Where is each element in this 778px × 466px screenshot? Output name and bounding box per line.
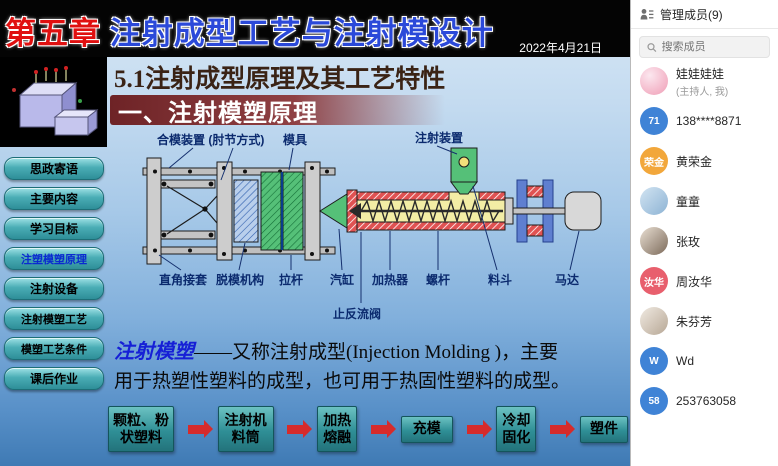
search-box	[639, 36, 770, 58]
avatar: 汝华	[640, 267, 668, 295]
sidebar-item-sizheng[interactable]: 思政寄语	[4, 157, 104, 180]
member-row[interactable]: 71 138****8871	[631, 101, 778, 141]
slide-nav: 思政寄语 主要内容 学习目标 注塑模塑原理 注射设备 注射模塑工艺 模塑工艺条件…	[4, 157, 104, 397]
diagram-label: 止反流阀	[333, 306, 381, 321]
flow-arrow-icon	[466, 424, 483, 434]
flow-step: 注射机料筒	[217, 406, 274, 452]
search-icon	[647, 42, 657, 52]
member-row[interactable]: 童童	[631, 181, 778, 221]
member-row[interactable]: W Wd	[631, 341, 778, 381]
sidebar-item-goals[interactable]: 学习目标	[4, 217, 104, 240]
member-name: 童童	[676, 194, 701, 209]
avatar	[640, 187, 668, 215]
member-name: 253763058	[676, 394, 737, 408]
section-subtitle: 一、注射模塑原理	[118, 100, 318, 127]
sidebar-item-homework[interactable]: 课后作业	[4, 367, 104, 390]
chapter-name: 注射成型工艺与注射模设计	[109, 16, 494, 51]
sidebar-item-equipment[interactable]: 注射设备	[4, 277, 104, 300]
member-row[interactable]: 朱芬芳	[631, 301, 778, 341]
panel-header: 管理成员(9)	[631, 0, 778, 29]
member-name: Wd	[676, 354, 694, 368]
avatar	[640, 227, 668, 255]
search-area	[631, 29, 778, 61]
flow-step: 加热熔融	[317, 406, 358, 452]
diagram-label: 拉杆	[279, 272, 303, 287]
chapter-number: 第五章	[5, 16, 101, 51]
member-row[interactable]: 娃娃娃娃 (主持人, 我)	[631, 61, 778, 101]
date-label: 2022年4月21日	[519, 41, 602, 55]
member-name: 朱芬芳	[676, 314, 713, 329]
flow-arrow-icon	[550, 424, 567, 434]
diagram-label: 合模装置 (肘节方式)	[157, 132, 264, 147]
definition-line2: 用于热塑性塑料的成型，也可用于热固性塑料的成型。	[114, 370, 571, 392]
slide-area: 第五章 注射成型工艺与注射模设计 2022年4月21日	[0, 0, 630, 466]
avatar: 71	[640, 107, 668, 135]
diagram-label: 脱模机构	[216, 272, 264, 287]
member-name: 黄荣金	[676, 154, 713, 169]
member-row[interactable]: 汝华 周汝华	[631, 261, 778, 301]
chapter-title: 第五章 注射成型工艺与注射模设计	[5, 8, 494, 53]
member-row[interactable]: 张玫	[631, 221, 778, 261]
member-row[interactable]: 58 253763058	[631, 381, 778, 421]
member-role: (主持人, 我)	[676, 86, 729, 98]
member-name: 138****8871	[676, 114, 742, 128]
member-name: 张玫	[676, 234, 701, 249]
avatar: W	[640, 347, 668, 375]
flow-step: 塑件	[579, 415, 628, 443]
mold-image	[0, 57, 107, 147]
subtitle-bar: 一、注射模塑原理	[110, 95, 445, 127]
flow-arrow-icon	[287, 424, 304, 434]
member-row[interactable]: 荣金 黄荣金	[631, 141, 778, 181]
sidebar-item-conditions[interactable]: 模塑工艺条件	[4, 337, 104, 360]
sidebar-item-content[interactable]: 主要内容	[4, 187, 104, 210]
sidebar-item-process[interactable]: 注射模塑工艺	[4, 307, 104, 330]
diagram-label: 汽缸	[330, 272, 354, 287]
injection-machine-diagram: 合模装置 (肘节方式) 模具 注射装置 直角接套 脱模机构 拉杆 汽缸 加热器 …	[142, 130, 602, 321]
term-highlight: 注射模塑	[114, 341, 194, 363]
slide-header: 第五章 注射成型工艺与注射模设计 2022年4月21日	[0, 0, 630, 57]
members-icon	[640, 8, 654, 19]
avatar	[640, 307, 668, 335]
mold-3d-icon	[12, 66, 99, 137]
flow-step: 冷却固化	[496, 406, 537, 452]
panel-title: 管理成员(9)	[660, 7, 723, 22]
search-input[interactable]	[661, 41, 762, 53]
diagram-label: 注射装置	[415, 130, 463, 145]
diagram-label: 直角接套	[159, 272, 208, 287]
flow-arrow-icon	[187, 424, 204, 434]
diagram-label: 螺杆	[426, 272, 450, 287]
members-panel: 管理成员(9) 娃娃娃娃 (主持人, 我) 71 138***	[630, 0, 778, 466]
flow-step: 颗粒、粉状塑料	[108, 406, 174, 452]
member-name: 娃娃娃娃	[676, 66, 725, 81]
section-title: 5.1注射成型原理及其工艺特性	[114, 66, 446, 93]
flow-arrow-icon	[370, 424, 387, 434]
definition-paragraph: 注射模塑——又称注射成型(Injection Molding )，主要 用于热塑…	[114, 337, 629, 396]
member-list: 娃娃娃娃 (主持人, 我) 71 138****8871 荣金 黄荣金 童童 张…	[631, 61, 778, 421]
avatar: 荣金	[640, 147, 668, 175]
definition-line1: ——又称注射成型(Injection Molding )，主要	[194, 342, 559, 363]
avatar	[640, 67, 668, 95]
flow-step: 充模	[400, 415, 453, 443]
diagram-label: 料斗	[488, 272, 512, 287]
member-name: 周汝华	[676, 274, 713, 289]
avatar: 58	[640, 387, 668, 415]
diagram-label: 模具	[283, 132, 307, 147]
diagram-label: 马达	[555, 272, 579, 287]
sidebar-item-principle[interactable]: 注塑模塑原理	[4, 247, 104, 270]
process-flowchart: 颗粒、粉状塑料 注射机料筒 加热熔融 充模 冷却固化 塑件	[108, 399, 628, 459]
diagram-label: 加热器	[371, 272, 409, 287]
